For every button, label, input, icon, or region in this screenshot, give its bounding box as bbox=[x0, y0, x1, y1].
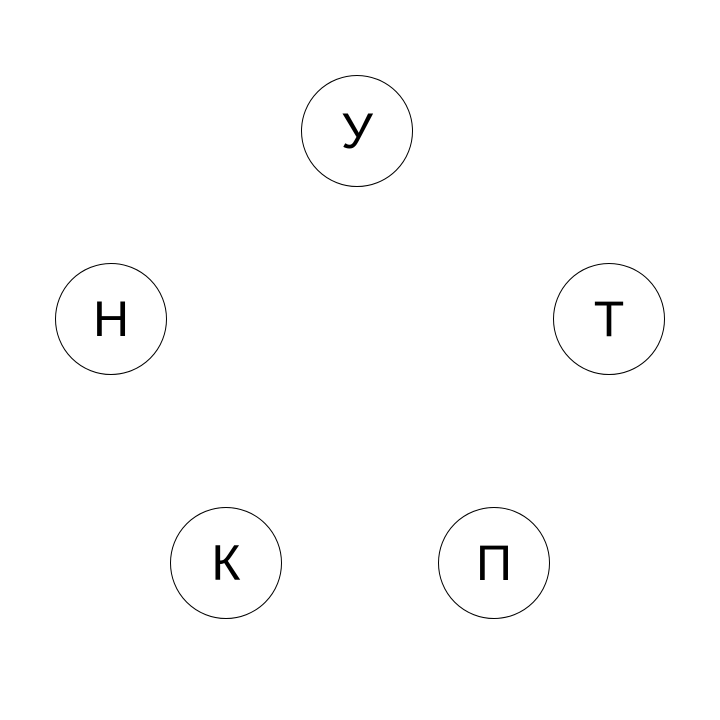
node-circle-u: У bbox=[301, 75, 413, 187]
node-circle-k: К bbox=[170, 507, 282, 619]
node-circle-t: Т bbox=[553, 263, 665, 375]
node-letter: У bbox=[341, 103, 373, 159]
node-circle-n: Н bbox=[55, 263, 167, 375]
node-circle-p: П bbox=[438, 507, 550, 619]
node-letter: К bbox=[211, 535, 241, 591]
node-letter: П bbox=[476, 535, 512, 591]
node-letter: Н bbox=[92, 291, 130, 347]
node-letter: Т bbox=[593, 291, 625, 347]
